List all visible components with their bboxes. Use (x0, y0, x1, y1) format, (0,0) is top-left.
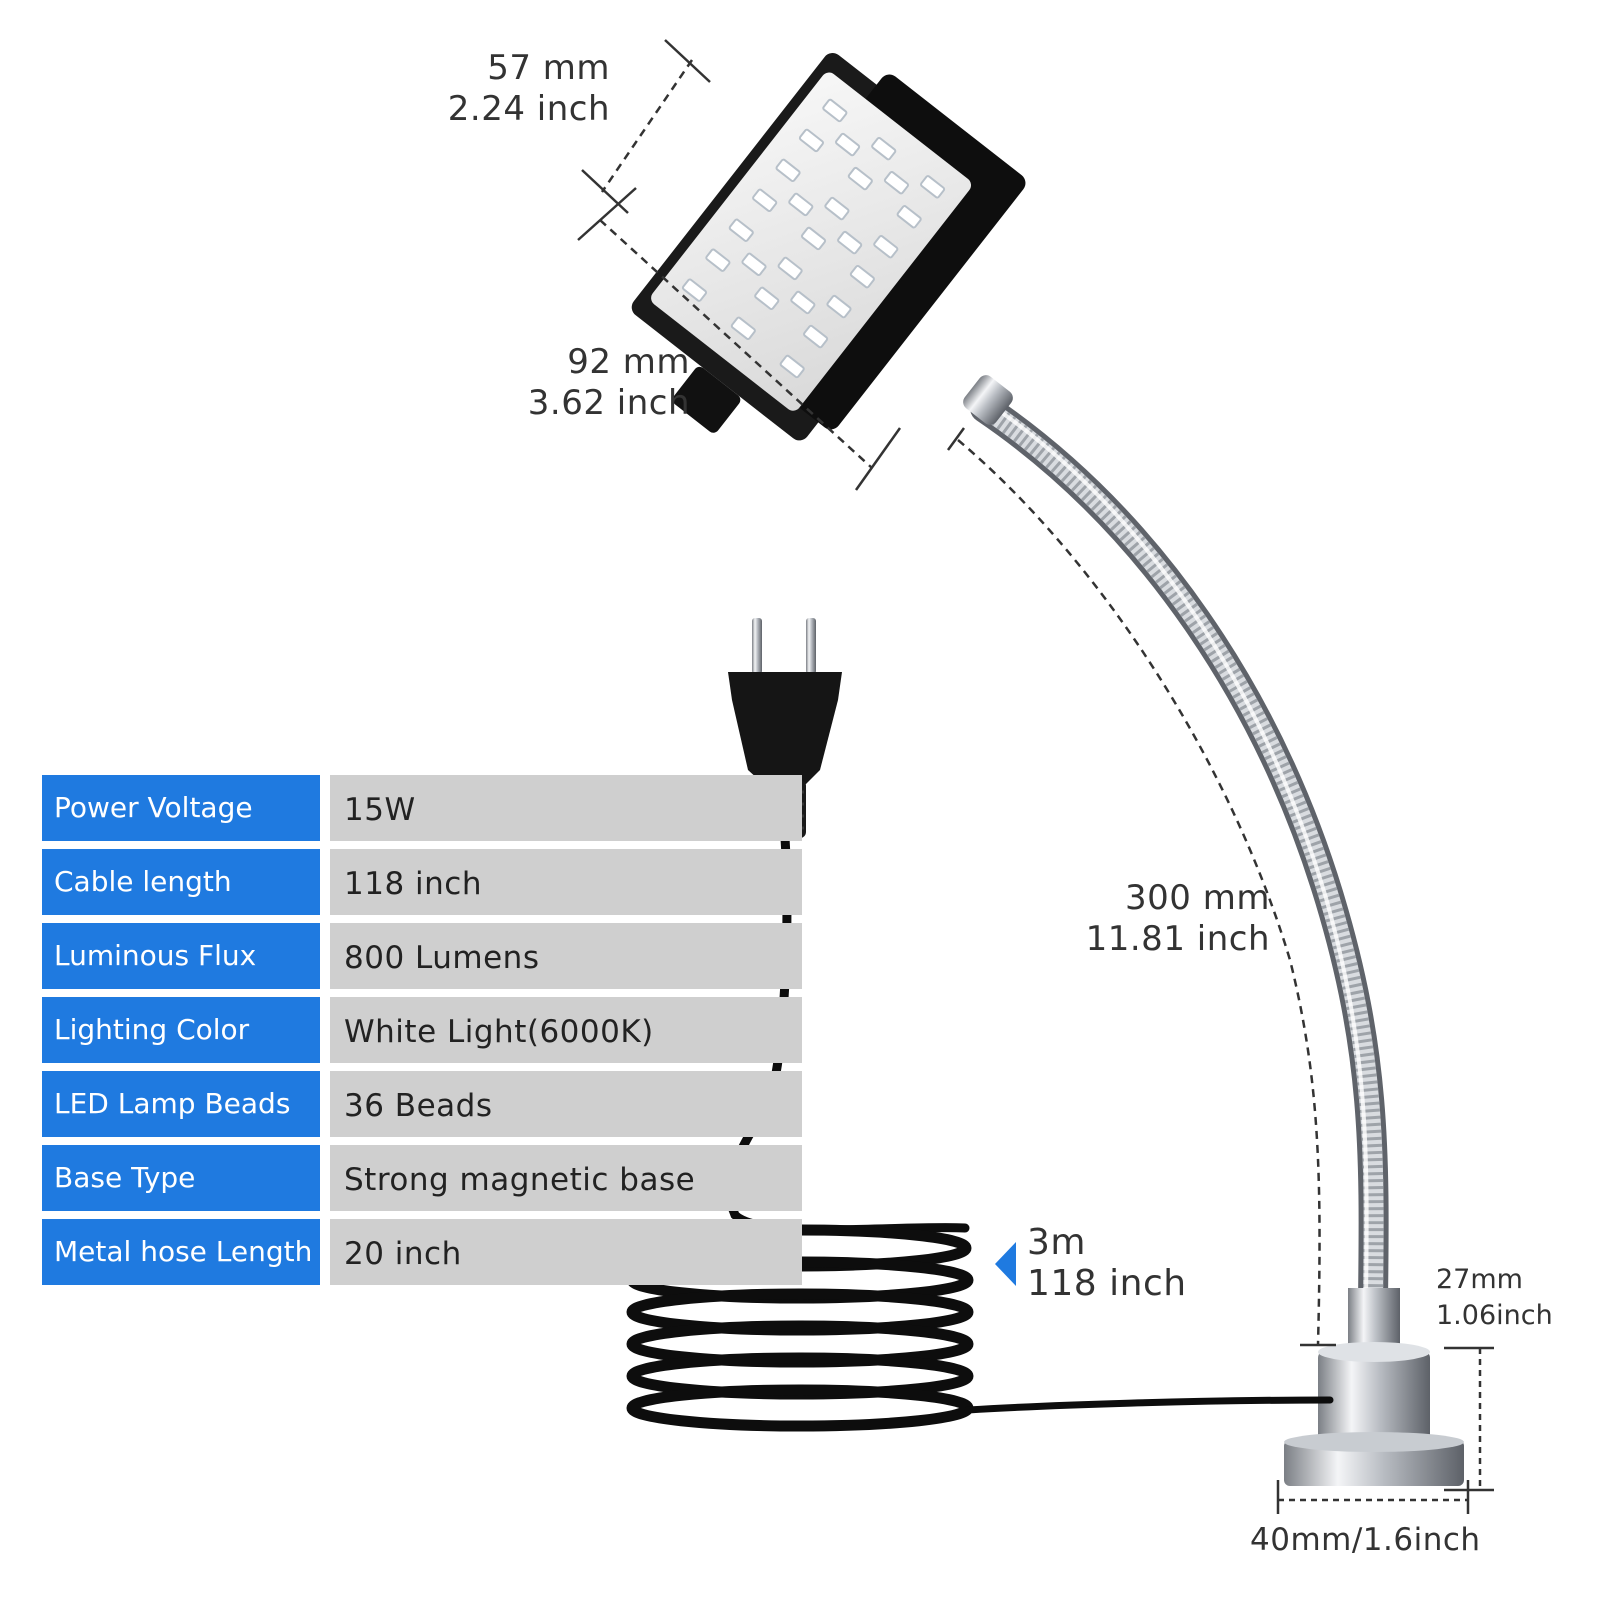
spec-row-beads: LED Lamp Beads 36 Beads (42, 1071, 802, 1137)
cable-length-label: 3m 118 inch (1027, 1222, 1187, 1304)
cable-length-arrow-icon (995, 1242, 1016, 1286)
spec-label: Base Type (42, 1145, 320, 1211)
spec-label: Metal hose Length (42, 1219, 320, 1285)
spec-label: Power Voltage (42, 775, 320, 841)
base-height-mm: 27mm (1436, 1264, 1523, 1295)
spec-label: LED Lamp Beads (42, 1071, 320, 1137)
spec-value: 36 Beads (330, 1071, 802, 1137)
spec-row-color: Lighting Color White Light(6000K) (42, 997, 802, 1063)
head-width-label: 57 mm 2.24 inch (420, 48, 610, 130)
spec-value: 15W (330, 775, 802, 841)
head-length-mm: 92 mm (567, 342, 690, 382)
spec-row-flux: Luminous Flux 800 Lumens (42, 923, 802, 989)
dimension-lines (577, 39, 1494, 1514)
spec-row-power: Power Voltage 15W (42, 775, 802, 841)
base-diameter-label: 40mm/1.6inch (1250, 1522, 1481, 1558)
magnetic-base (1284, 1288, 1464, 1486)
led-beads (681, 98, 946, 379)
head-length-label: 92 mm 3.62 inch (500, 342, 690, 424)
gooseneck-hose (970, 393, 1389, 1315)
spec-label: Luminous Flux (42, 923, 320, 989)
hose-length-inch: 11.81 inch (1085, 919, 1270, 959)
spec-label: Lighting Color (42, 997, 320, 1063)
hose-length-mm: 300 mm (1125, 878, 1270, 918)
cable-length-inch: 118 inch (1027, 1263, 1187, 1304)
cable-length-m: 3m (1027, 1222, 1086, 1263)
base-height-inch: 1.06inch (1436, 1300, 1553, 1331)
head-width-mm: 57 mm (487, 48, 610, 88)
hose-length-label: 300 mm 11.81 inch (1060, 878, 1270, 960)
base-height-label: 27mm 1.06inch (1436, 1262, 1553, 1334)
lamp-head (631, 53, 1026, 441)
spec-row-hose: Metal hose Length 20 inch (42, 1219, 802, 1285)
spec-value: White Light(6000K) (330, 997, 802, 1063)
spec-row-cable: Cable length 118 inch (42, 849, 802, 915)
spec-value: Strong magnetic base (330, 1145, 802, 1211)
head-length-inch: 3.62 inch (527, 383, 690, 423)
spec-value: 800 Lumens (330, 923, 802, 989)
spec-label: Cable length (42, 849, 320, 915)
head-width-inch: 2.24 inch (447, 89, 610, 129)
spec-value: 20 inch (330, 1219, 802, 1285)
spec-row-base: Base Type Strong magnetic base (42, 1145, 802, 1211)
spec-value: 118 inch (330, 849, 802, 915)
